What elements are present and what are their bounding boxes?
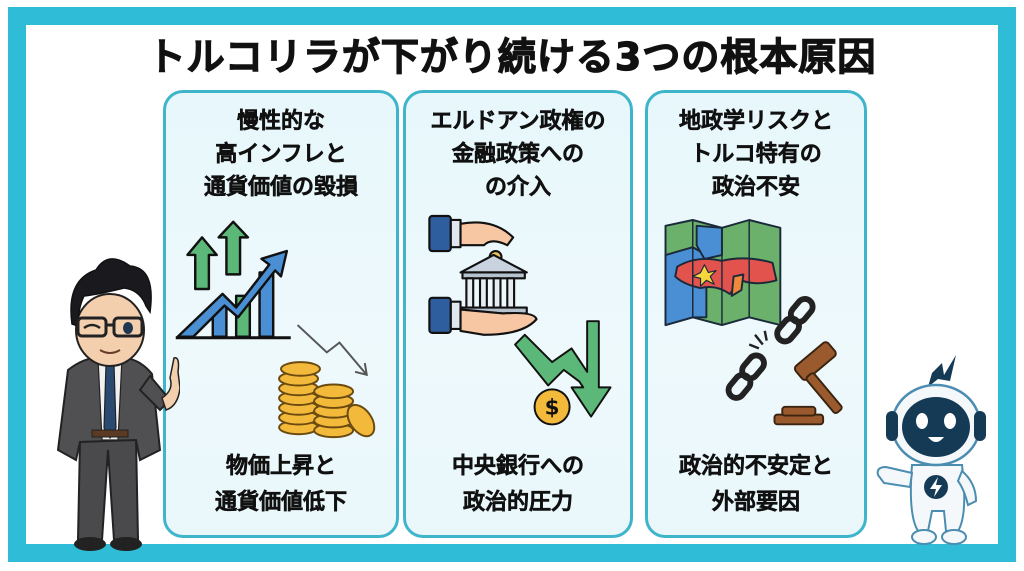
panel-footer: 物価上昇と 通貨価値低下 [214, 454, 348, 516]
wink-eye [83, 323, 101, 330]
panel-heading: エルドアン政権の 金融政策への の介入 [430, 109, 606, 201]
hand-holding-bank-icon [428, 214, 538, 336]
svg-text:$: $ [545, 396, 560, 421]
monetary-intervention-illustration: $ [428, 214, 612, 426]
turkey-map-icon [664, 219, 782, 327]
panel-footer: 中央銀行への 政治的圧力 [451, 454, 585, 516]
broken-chain-icon [725, 296, 816, 401]
up-arrows-icon [186, 236, 218, 291]
robot-mascot-character [876, 355, 986, 545]
panel-heading: 地政学リスクと トルコ特有の 政治不安 [678, 109, 834, 201]
dollar-coin-icon: $ [533, 388, 571, 426]
coin-stack-icon [278, 361, 376, 439]
panel-footer: 政治的不安定と 外部要因 [678, 454, 834, 516]
gavel-icon [773, 341, 843, 426]
geopolitical-illustration [664, 219, 843, 426]
page-title: トルコリラが下がり続ける3つの根本原因 [147, 34, 877, 79]
down-trend-arrow-icon [296, 324, 368, 377]
cause-panel-inflation: 慢性的な 高インフレと 通貨価値の毀損 [163, 90, 399, 538]
cause-panel-monetary-intervention: エルドアン政権の 金融政策への の介入 $ [403, 90, 633, 538]
businessman-character [56, 258, 180, 551]
cause-panel-geopolitical-risk: 地政学リスクと トルコ特有の 政治不安 [645, 90, 867, 538]
rising-chart-icon [175, 220, 291, 340]
down-zigzag-arrow-icon [514, 320, 612, 418]
break-spark-icon [748, 330, 768, 350]
panel-heading: 慢性的な 高インフレと 通貨価値の毀損 [203, 109, 359, 201]
inflation-illustration [175, 220, 376, 439]
